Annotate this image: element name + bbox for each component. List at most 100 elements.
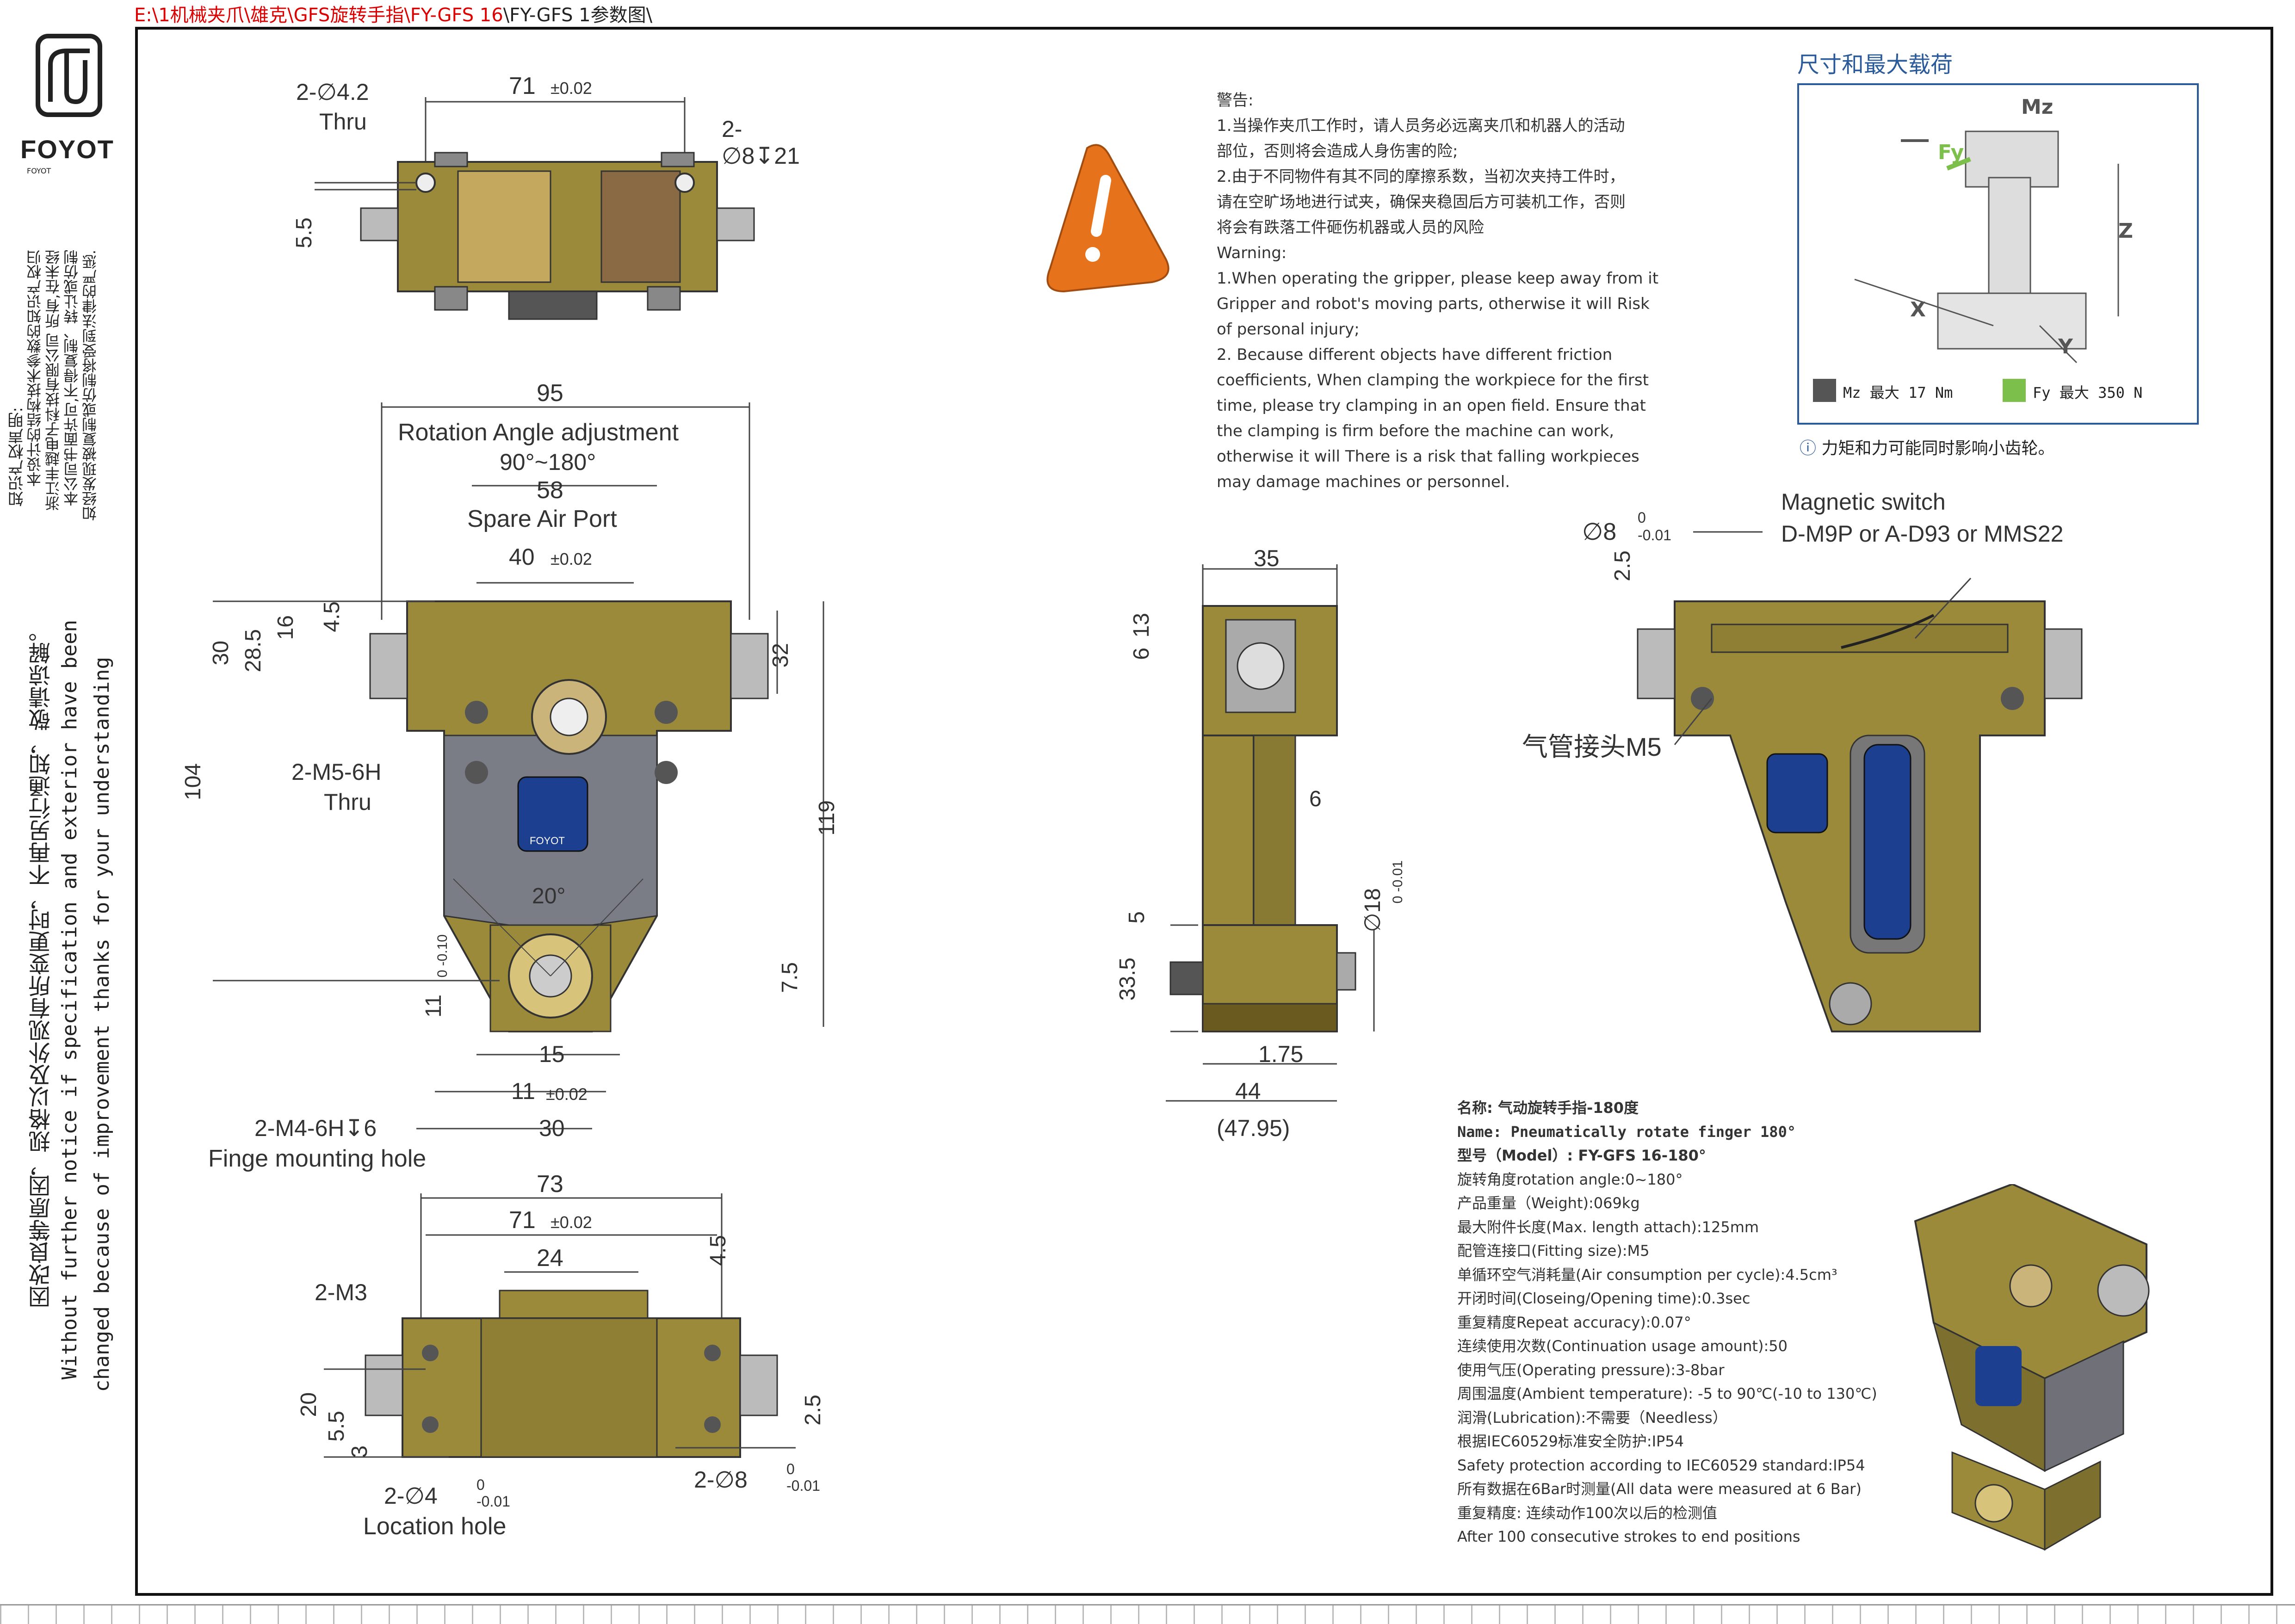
spec-16: 所有数据在6Bar时测量(All data were measured at 6… [1457, 1480, 1862, 1498]
front-height-11-tol: 0 -0.10 [435, 934, 450, 978]
load-mz-label: Mz [2021, 95, 2054, 119]
bottom-m3-label: 2-M3 [315, 1279, 367, 1305]
load-diagram [1854, 130, 2119, 364]
side-view: 35 13 6 6 ∅18 0 -0.01 5 33.5 1.75 44 (47… [1115, 537, 1439, 1147]
side-height-13: 13 [1129, 613, 1154, 638]
bottom-width-71-tol: ±0.02 [551, 1213, 592, 1232]
warning-en-title: Warning: [1217, 244, 1287, 262]
warning-text: 警告: 1.当操作夹爪工作时，请人员务必远离夹爪和机器人的活动 部位，否则将会造… [1217, 88, 1679, 495]
warning-icon [1036, 139, 1175, 296]
change-notice-cn: 因改良等原因，规格以及外观有所变更时，不再另行通知，敬请谅解。 [29, 620, 55, 1308]
bottom-location-hole-label: Location hole [363, 1513, 507, 1540]
warning-cn-2b: 请在空旷场地进行试夹，确保夹稳固后方可装机工作，否则 [1217, 193, 1626, 211]
foyot-logo-icon [36, 34, 102, 117]
front-rotation-range: 90°~180° [500, 449, 596, 475]
spec-9: 重复精度Repeat accuracy):0.07° [1457, 1313, 1691, 1331]
load-diagram-box: Mz Fy Z X Y Mz 最大 17 Nm Fy 最大 350 N [1797, 83, 2199, 425]
front-height-28-5: 28.5 [241, 629, 266, 673]
info-icon: ⓘ [1800, 439, 1817, 458]
front-height-104: 104 [181, 763, 205, 801]
spec-15: Safety protection according to IEC60529 … [1457, 1456, 1865, 1474]
warning-en-7: the clamping is firm before the machine … [1217, 422, 1615, 440]
top-width-71-tol: ±0.02 [551, 79, 592, 98]
front-height-11: 11 [421, 994, 446, 1018]
front-height-16: 16 [273, 615, 298, 640]
bottom-height-5-5: 5.5 [324, 1411, 349, 1442]
load-x-label: X [1910, 298, 1926, 321]
spec-1: Name: Pneumatically rotate finger 180° [1457, 1123, 1796, 1141]
front-width-11: 11 [511, 1078, 535, 1104]
legend-fy: Fy 最大 350 N [2033, 384, 2143, 401]
bottom-loc-hole-2: 2-∅8 [694, 1467, 748, 1493]
front-width-95: 95 [537, 380, 563, 407]
top-view: 2-∅4.2 Thru 71 ±0.02 2-∅8↧21 5.5 [278, 69, 810, 347]
change-notice-en-2: changed because of improvement thanks fo… [90, 657, 114, 1392]
spec-5: 最大附件长度(Max. length attach):125mm [1457, 1218, 1759, 1236]
bottom-height-2-5: 2.5 [801, 1395, 825, 1426]
side-width-6: 6 [1309, 787, 1322, 811]
spec-17: 重复精度: 连续动作100次以后的检测值 [1457, 1504, 1718, 1522]
front-angle-20: 20° [532, 884, 566, 908]
front-rotation-label: Rotation Angle adjustment [398, 419, 679, 446]
warning-en-5: coefficients, When clamping the workpiec… [1217, 371, 1649, 389]
bottom-width-73: 73 [537, 1171, 563, 1198]
right-diameter-8: ∅8 [1582, 519, 1617, 545]
bottom-view-drawing [324, 1193, 796, 1458]
spec-6: 配管连接口(Fitting size):M5 [1457, 1242, 1650, 1260]
front-m5-label: 2-M5-6H [291, 759, 382, 785]
side-diameter-18: ∅18 [1361, 888, 1385, 932]
spec-7: 单循环空气消耗量(Air consumption per cycle):4.5c… [1457, 1266, 1837, 1284]
change-notice-en-1: Without further notice if specification … [58, 620, 81, 1380]
side-width-47-95: (47.95) [1217, 1115, 1290, 1141]
right-magnetic-switch: Magnetic switch [1781, 489, 1946, 515]
bottom-width-71: 71 [509, 1207, 536, 1234]
front-view-drawing [213, 402, 824, 1130]
side-width-35: 35 [1254, 545, 1280, 571]
spec-12: 周围温度(Ambient temperature): -5 to 90℃(-10… [1457, 1385, 1877, 1402]
legend-fy-swatch [2003, 379, 2026, 402]
logo-wordmark: FOYOT [20, 135, 114, 164]
top-hole-1-thru: Thru [319, 109, 367, 135]
product-render [1906, 1183, 2165, 1554]
front-width-15: 15 [539, 1041, 565, 1067]
front-finge-label: Finge mounting hole [208, 1145, 427, 1172]
side-view-drawing [1166, 564, 1375, 1102]
side-diameter-18-tol: 0 -0.01 [1390, 860, 1405, 904]
front-height-30: 30 [209, 641, 233, 666]
front-spare-air-port: Spare Air Port [467, 506, 617, 532]
front-width-30: 30 [539, 1115, 565, 1141]
right-diameter-8-tol: 0 -0.01 [1638, 509, 1671, 543]
file-path: E:\1机械夹爪\雄克\GFS旋转手指\FY-GFS 16\FY-GFS 1参数… [134, 5, 653, 26]
top-hole-2-label: 2-∅8↧21 [722, 116, 800, 169]
ip-notice-line-4: 如经发现被复制或仿制将受到法律的严惩. [81, 250, 99, 521]
front-height-32: 32 [768, 643, 793, 668]
bottom-height-20: 20 [297, 1392, 321, 1417]
side-height-5: 5 [1125, 911, 1149, 924]
spec-2: 型号（Model）: FY-GFS 16-180° [1457, 1147, 1706, 1164]
front-height-4-5: 4.5 [320, 601, 344, 632]
warning-cn-1: 1.当操作夹爪工作时，请人员务必远离夹爪和机器人的活动 [1217, 117, 1625, 135]
front-logo-plate-text: FOYOT [530, 835, 565, 846]
legend-mz: Mz 最大 17 Nm [1843, 384, 1953, 401]
bottom-loc-hole-1: 2-∅4 [384, 1483, 438, 1509]
spec-4: 产品重量（Weight):069kg [1457, 1194, 1640, 1212]
front-width-58: 58 [537, 477, 563, 504]
right-height-2-5: 2.5 [1610, 550, 1635, 581]
foyot-logo: FOYOT [27, 32, 115, 175]
top-view-drawing [315, 97, 755, 320]
spec-list: 名称: 气动旋转手指-180度 Name: Pneumatically rota… [1457, 1096, 1877, 1549]
warning-en-6: time, please try clamping in an open fie… [1217, 396, 1646, 415]
side-width-44: 44 [1235, 1078, 1261, 1104]
warning-en-4: 2. Because different objects have differ… [1217, 346, 1613, 364]
warning-en-1: 1.When operating the gripper, please kee… [1217, 269, 1659, 288]
bottom-loc-hole-1-tol: 0 -0.01 [476, 1476, 510, 1510]
warning-cn-1b: 部位，否则将会造成人身伤害的险; [1217, 142, 1458, 161]
logo-text: FOYOT [27, 167, 51, 175]
side-height-6: 6 [1129, 648, 1154, 660]
load-note-text: 力矩和力可能同时影响小齿轮。 [1821, 439, 2055, 458]
top-width-71: 71 [509, 73, 536, 99]
front-width-11-tol: ±0.02 [546, 1085, 588, 1104]
front-view: 95 Rotation Angle adjustment 90°~180° 58… [176, 370, 897, 1179]
drawing-frame [135, 27, 2273, 1596]
bottom-height-4-5: 4.5 [706, 1235, 730, 1266]
